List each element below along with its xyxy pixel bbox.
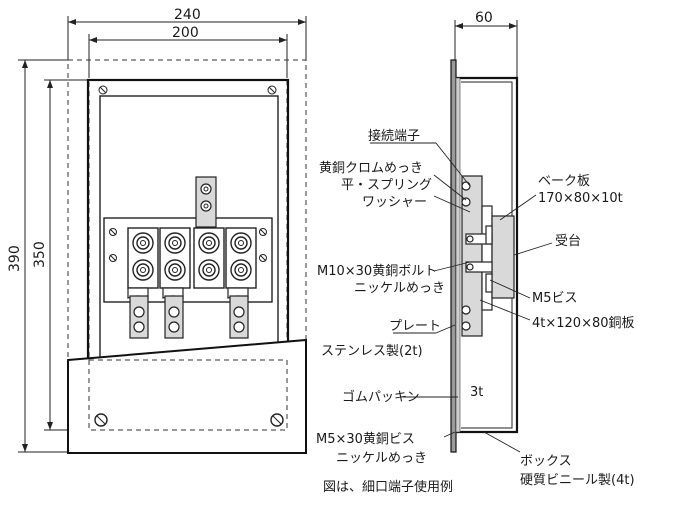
label-brass-chrome-1: 黄銅クロムめっき (319, 161, 423, 176)
label-support: 受台 (555, 234, 581, 249)
side-box (456, 76, 519, 434)
label-terminal: 接続端子 (368, 128, 420, 144)
label-plate-1: プレート (389, 319, 441, 334)
label-rubber: ゴムパッキン (342, 389, 420, 405)
label-bolt-1: M10×30黄銅ボルト (317, 264, 437, 279)
label-copper-plate: 4t×120×80銅板 (532, 316, 635, 331)
dim-height-inner: 350 (32, 241, 48, 268)
label-rubber-thickness: 3t (470, 385, 483, 400)
caption: 図は、細口端子使用例 (323, 479, 453, 495)
bakelite-board (103, 217, 273, 303)
label-m5-brass-1: M5×30黄銅ビス (316, 432, 415, 447)
label-bake-1: ベーク板 (538, 174, 590, 189)
label-brass-chrome-2: 平・スプリング (341, 178, 432, 193)
side-terminal (461, 175, 515, 337)
terminal-bolts (127, 227, 257, 289)
side-plate (450, 59, 457, 453)
label-bolt-2: ニッケルめっき (354, 281, 445, 296)
top-terminal (195, 176, 217, 228)
label-m5-screw: M5ビス (532, 291, 578, 306)
dim-width-inner: 200 (172, 25, 199, 41)
lower-cover (67, 338, 307, 454)
side-view: 60 3t (450, 10, 519, 453)
label-box-1: ボックス (520, 454, 572, 469)
label-bake-2: 170×80×10t (538, 191, 623, 206)
bottom-terminals (127, 287, 249, 339)
label-box-2: 硬質ビニール製(4t) (520, 473, 635, 488)
label-brass-chrome-3: ワッシャー (362, 195, 427, 210)
front-view: 240 200 390 350 (7, 7, 307, 454)
label-m5-brass-2: ニッケルめっき (336, 451, 427, 466)
dim-height-outer: 390 (7, 245, 23, 272)
labels: 接続端子 黄銅クロムめっき 平・スプリング ワッシャー ベーク板 170×80×… (316, 128, 635, 495)
width-dimensions: 240 200 (67, 7, 307, 78)
dim-depth: 60 (475, 10, 493, 26)
leader-lines (370, 142, 553, 453)
dim-width-outer: 240 (174, 7, 201, 23)
label-plate-2: ステンレス製(2t) (321, 344, 423, 359)
